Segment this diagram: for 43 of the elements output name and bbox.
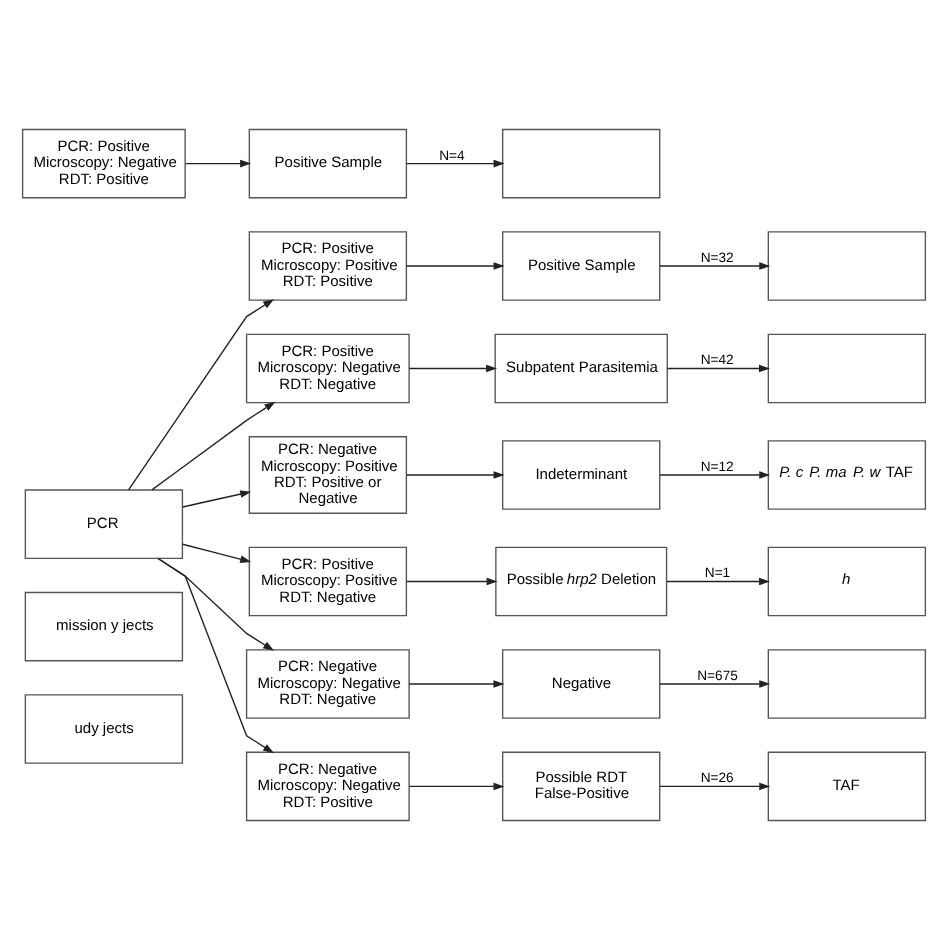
arrow [408,781,505,790]
node-box: h [767,545,927,616]
arrow [405,470,505,478]
node-box: Negative [502,648,661,718]
arrow [151,400,276,490]
node-box: PCR: Negative Microscopy: Negative RDT: Positive [245,750,410,821]
node-box: PCR: Negative Microscopy: Negative RDT: Negative [245,648,410,718]
node-box: Possible RDT False-Positive [502,750,661,821]
node-box: TAF [767,750,927,821]
arrow [408,679,505,687]
arrow [181,542,252,562]
arrow [666,363,770,372]
node-box: Positive Sample [248,127,408,198]
arrow [405,576,498,585]
arrow [659,470,771,478]
node-box: Positive Sample [502,230,661,300]
node-box [767,648,927,718]
node-box: mission y jects [24,590,184,661]
node-box: P. c P. ma P. w TAF [767,439,927,509]
arrow [659,781,771,790]
arrow [127,298,275,490]
arrow [181,489,252,507]
node-box: PCR [24,488,184,558]
node-box [502,127,661,198]
arrow [659,679,771,687]
node-box [767,332,927,403]
node-box: Possible hrp2 Deletion [495,545,668,616]
node-box: PCR: Positive Microscopy: Negative RDT: Positive [21,127,186,198]
node-box: PCR: Positive Microscopy: Negative RDT: Negative [245,332,410,403]
arrow [666,576,770,585]
node-box: Indeterminant [502,439,661,509]
arrow [405,158,505,167]
arrow [408,363,498,372]
arrow [659,261,771,269]
node-box [767,230,927,300]
node-box: udy jects [24,693,184,763]
arrow [405,261,505,269]
node-box: Subpatent Parasitemia [494,332,668,403]
node-box: PCR: Positive Microscopy: Positive RDT: Negative [248,545,408,616]
node-box: PCR: Positive Microscopy: Positive RDT: Positive [248,230,408,300]
arrow [185,158,252,167]
node-box: PCR: Negative Microscopy: Positive RDT: Positive or Negative [248,435,408,513]
arrow [157,556,275,753]
